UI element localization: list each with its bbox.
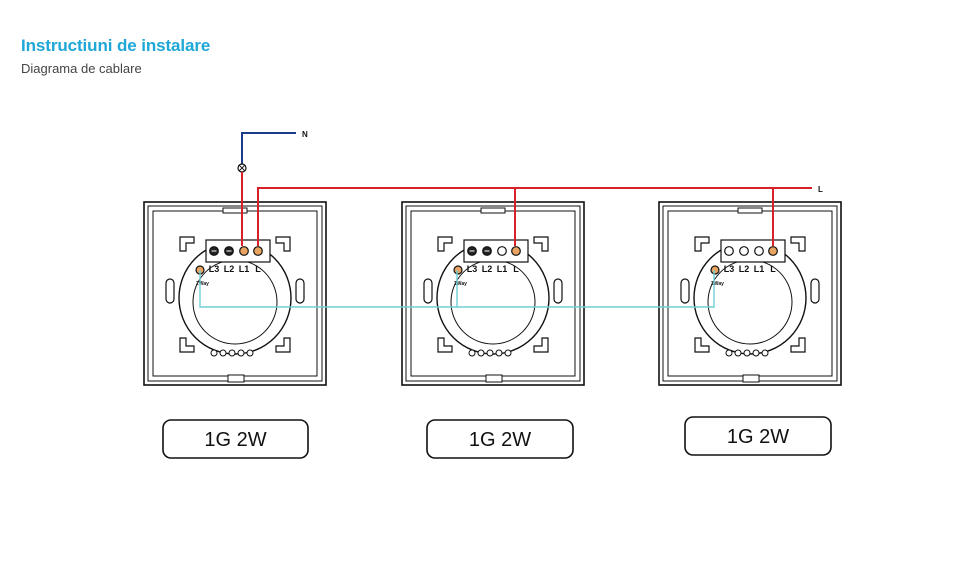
terminal-label: L1 — [239, 264, 250, 274]
bottom-dot — [495, 349, 503, 357]
mounting-slot — [553, 278, 563, 304]
bottom-dot — [246, 349, 254, 357]
bottom-dot — [468, 349, 476, 357]
top-clip — [737, 207, 763, 214]
corner-bracket — [533, 236, 549, 252]
switch-label-box: 1G 2W — [684, 416, 832, 456]
terminal-screw — [724, 246, 734, 256]
bottom-dot — [734, 349, 742, 357]
terminal-label: L — [770, 264, 776, 274]
terminal-screw — [768, 246, 778, 256]
terminal-screw — [754, 246, 764, 256]
terminal-label: L — [255, 264, 261, 274]
terminal-label: L — [513, 264, 519, 274]
mounting-slot — [810, 278, 820, 304]
terminal-screw — [239, 246, 249, 256]
bottom-dot — [504, 349, 512, 357]
terminal-screw — [511, 246, 521, 256]
neutral-label: N — [302, 130, 308, 139]
corner-bracket — [790, 337, 806, 353]
corner-bracket — [694, 337, 710, 353]
lamp-symbol — [237, 163, 247, 173]
page-title: Instructiuni de instalare — [21, 36, 211, 55]
terminal-screw — [739, 246, 749, 256]
corner-bracket — [179, 337, 195, 353]
terminal-label: L2 — [224, 264, 235, 274]
terminal-label: L1 — [497, 264, 508, 274]
twoway-terminal — [710, 265, 720, 275]
corner-bracket — [533, 337, 549, 353]
top-clip — [222, 207, 248, 214]
bottom-dot — [237, 349, 245, 357]
corner-bracket — [275, 236, 291, 252]
terminal-label: L1 — [754, 264, 765, 274]
terminal-block — [205, 239, 271, 263]
bottom-dot — [761, 349, 769, 357]
terminal-label: L3 — [724, 264, 735, 274]
bottom-dot — [725, 349, 733, 357]
bottom-dot — [486, 349, 494, 357]
corner-bracket — [179, 236, 195, 252]
terminal-screw — [253, 246, 263, 256]
switch-unit: L3 L2 L1 L 2Way — [143, 201, 327, 386]
bottom-clip — [227, 374, 245, 383]
switch-label-box: 1G 2W — [426, 419, 574, 459]
mounting-slot — [165, 278, 175, 304]
bottom-dot — [228, 349, 236, 357]
switch-label: 1G 2W — [469, 429, 531, 451]
switch-label: 1G 2W — [727, 426, 789, 448]
bottom-dot — [477, 349, 485, 357]
page-subtitle: Diagrama de cablare — [21, 61, 142, 76]
terminal-block — [720, 239, 786, 263]
corner-bracket — [790, 236, 806, 252]
mounting-slot — [295, 278, 305, 304]
live-wire: L — [241, 172, 823, 246]
traveler-wire — [199, 270, 715, 308]
bottom-clip — [742, 374, 760, 383]
live-label: L — [818, 185, 823, 194]
twoway-label: 2Way — [711, 281, 724, 287]
bottom-dot — [743, 349, 751, 357]
bottom-dot — [210, 349, 218, 357]
terminal-label: L3 — [209, 264, 220, 274]
twoway-label: 2Way — [196, 281, 209, 287]
switch-label-box: 1G 2W — [162, 419, 309, 459]
twoway-label: 2Way — [454, 281, 467, 287]
switch-label: 1G 2W — [204, 429, 266, 451]
bottom-clip — [485, 374, 503, 383]
switch-unit: L3 L2 L1 L 2Way — [658, 201, 842, 386]
neutral-wire: N — [241, 130, 308, 165]
corner-bracket — [437, 236, 453, 252]
terminal-screw — [497, 246, 507, 256]
bottom-dot — [752, 349, 760, 357]
switch-unit: L3 L2 L1 L 2Way — [401, 201, 585, 386]
top-clip — [480, 207, 506, 214]
terminal-label: L2 — [739, 264, 750, 274]
terminal-block — [463, 239, 529, 263]
bottom-dot — [219, 349, 227, 357]
corner-bracket — [694, 236, 710, 252]
corner-bracket — [275, 337, 291, 353]
terminal-label: L3 — [467, 264, 478, 274]
twoway-terminal — [453, 265, 463, 275]
corner-bracket — [437, 337, 453, 353]
mounting-slot — [423, 278, 433, 304]
terminal-label: L2 — [482, 264, 493, 274]
mounting-slot — [680, 278, 690, 304]
